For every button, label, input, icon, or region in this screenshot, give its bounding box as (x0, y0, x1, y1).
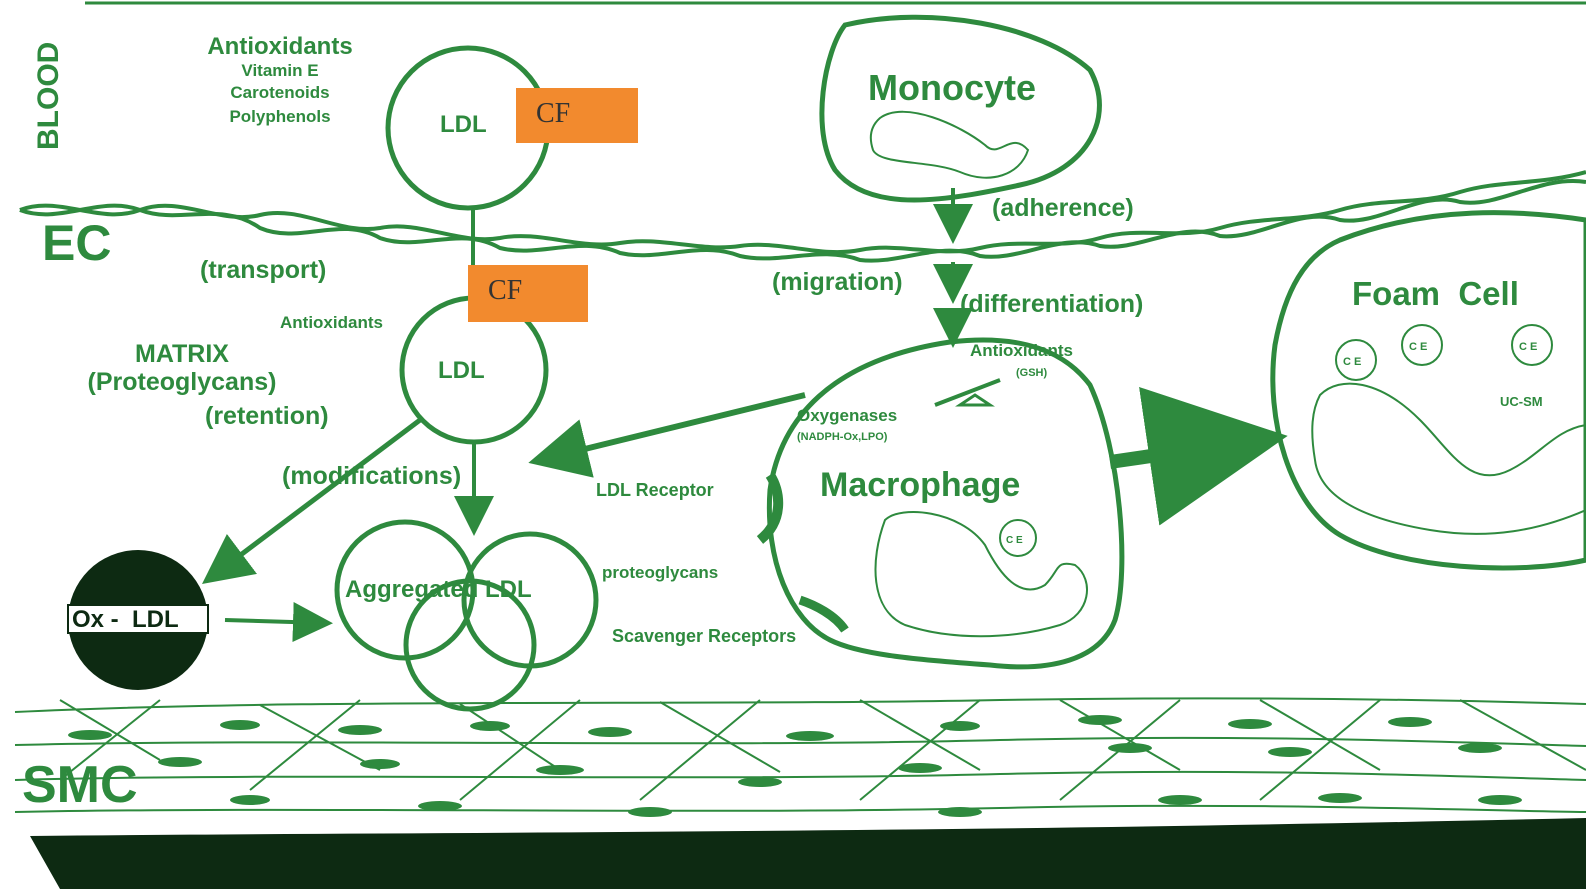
vitamin-e-label: Vitamin E (241, 61, 318, 80)
cf-overlay-middle: CF (468, 265, 588, 322)
polyphenols-label: Polyphenols (229, 107, 330, 126)
cf-overlay-top: CF (516, 88, 638, 143)
ldl-blood-label: LDL (440, 111, 487, 138)
carotenoids-label: Carotenoids (230, 83, 329, 102)
oxygenase-wedge (960, 395, 990, 405)
differentiation-label: (differentiation) (960, 290, 1143, 318)
retention-label: (retention) (205, 402, 329, 430)
basement-layer (30, 818, 1586, 889)
foam-cell (1273, 213, 1586, 568)
modifications-label: (modifications) (282, 462, 461, 490)
ce-label-3: C E (1519, 341, 1537, 353)
ce-label-4: C E (1006, 535, 1023, 546)
aggregated-ldl-particle (337, 522, 596, 709)
macrophage-nucleus (875, 512, 1087, 636)
foam-cell-nucleus (1312, 384, 1586, 534)
ce-label-1: C E (1343, 356, 1361, 368)
aggregated-ldl-label: Aggregated LDL (345, 576, 532, 603)
migration-label: (migration) (772, 268, 903, 296)
transport-label: (transport) (200, 256, 326, 284)
adherence-label: (adherence) (992, 194, 1134, 222)
ce-droplets (1000, 325, 1552, 556)
monocyte-nucleus (871, 112, 1028, 178)
antioxidants-macrophage-label: Antioxidants (970, 341, 1073, 360)
antioxidants-header: Antioxidants (207, 33, 352, 60)
monocyte-label: Monocyte (868, 67, 1036, 108)
uc-sm-label: UC-SM (1500, 394, 1543, 409)
macrophage-label: Macrophage (820, 466, 1020, 504)
ce-label-2: C E (1409, 341, 1427, 353)
proteoglycans-label: proteoglycans (602, 563, 718, 582)
ldl-receptor-label: LDL Receptor (596, 480, 714, 500)
scavenger-receptors-label: Scavenger Receptors (612, 626, 796, 646)
foam-cell-label: Foam Cell (1352, 275, 1519, 312)
ox-ldl-label: Ox - LDL (72, 606, 179, 633)
endothelium-strands (20, 172, 1586, 261)
smc-nuclei (68, 715, 1522, 817)
ldl-matrix-label: LDL (438, 357, 485, 384)
smc-label: SMC (22, 756, 138, 814)
oxygenases-label: Oxygenases (797, 406, 897, 425)
gsh-label: (GSH) (1016, 367, 1048, 379)
blood-label: BLOOD (32, 42, 65, 150)
antioxidants-matrix-label: Antioxidants (280, 313, 383, 332)
matrix-label: MATRIX (135, 340, 229, 368)
ec-label: EC (42, 215, 111, 271)
nadph-label: (NADPH-Ox,LPO) (797, 431, 888, 443)
proteoglycans-paren-label: (Proteoglycans) (88, 368, 277, 396)
